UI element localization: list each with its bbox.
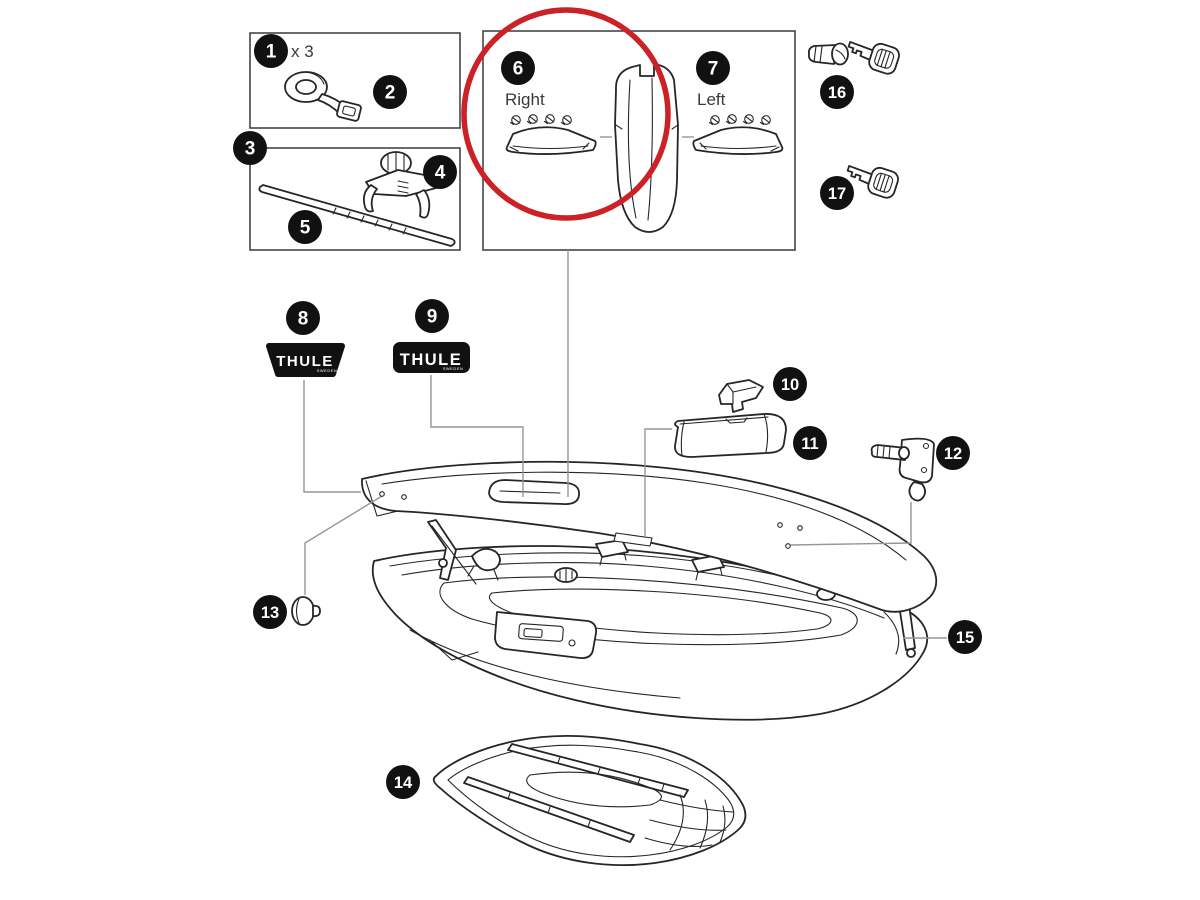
part-badge-12: 12 <box>936 436 970 470</box>
right-rail-part <box>505 114 597 155</box>
hinge-bracket-part <box>870 437 935 502</box>
key-part <box>843 33 903 77</box>
part-badge-5: 5 <box>288 210 322 244</box>
part-badge-6: 6 <box>501 51 535 85</box>
badge-12-number: 12 <box>944 445 962 463</box>
badge-7-number: 7 <box>708 59 719 80</box>
badge-15-number: 15 <box>956 629 974 647</box>
badge-2-number: 2 <box>385 83 396 104</box>
part-badge-3: 3 <box>233 131 267 165</box>
part-badge-16: 16 <box>820 75 854 109</box>
strap-part <box>284 71 362 122</box>
right-label: Right <box>505 90 545 109</box>
part-badge-9: 9 <box>415 299 449 333</box>
lid-bar-part <box>674 413 787 458</box>
highlight-circle <box>461 7 671 221</box>
callout-lines <box>303 250 947 639</box>
thule-sticker-rect: THULE SWEDEN <box>393 342 470 373</box>
floor-panel-part <box>432 734 747 867</box>
center-cover-part <box>614 63 679 233</box>
plug-part <box>291 596 321 626</box>
cargo-box-open <box>361 460 938 721</box>
badge-1-number: 1 <box>266 42 277 63</box>
thule-sticker-trapezoid: THULE SWEDEN <box>266 343 345 377</box>
torque-bar-part <box>258 184 456 247</box>
quantity-label: x 3 <box>291 42 314 61</box>
part-badge-7: 7 <box>696 51 730 85</box>
badge-4-number: 4 <box>435 163 446 184</box>
part-badge-8: 8 <box>286 301 320 335</box>
badge-14-number: 14 <box>394 774 413 792</box>
badge-16-number: 16 <box>828 84 846 102</box>
lock-and-key-set <box>807 33 903 77</box>
part-badge-13: 13 <box>253 595 287 629</box>
part-badge-2: 2 <box>373 75 407 109</box>
lock-cylinder-part <box>807 42 849 66</box>
thule-wordmark: THULE <box>276 353 334 370</box>
part-badge-10: 10 <box>773 367 807 401</box>
left-rail-part <box>692 114 784 155</box>
badge-3-number: 3 <box>245 139 256 160</box>
thule-wordmark-2: THULE <box>400 351 463 369</box>
badge-8-number: 8 <box>298 309 309 330</box>
part-badge-17: 17 <box>820 176 854 210</box>
badge-11-number: 11 <box>801 435 818 453</box>
part-badge-14: 14 <box>386 765 420 799</box>
badge-17-number: 17 <box>828 185 846 203</box>
badge-9-number: 9 <box>427 307 438 328</box>
thule-sub-text: SWEDEN <box>317 368 338 373</box>
badge-5-number: 5 <box>300 218 311 239</box>
part-badge-11: 11 <box>793 426 827 460</box>
part-badge-4: 4 <box>423 155 457 189</box>
part-badge-1: 1 <box>254 34 288 68</box>
badge-6-number: 6 <box>513 59 524 80</box>
badge-10-number: 10 <box>781 376 799 394</box>
deflector-panel: Right Left <box>482 30 796 251</box>
left-label: Left <box>697 90 726 109</box>
thule-sub-text-2: SWEDEN <box>443 366 464 371</box>
badge-13-number: 13 <box>261 604 279 622</box>
tensioner-claw-part <box>362 151 437 219</box>
strap-kit-panel <box>249 32 461 129</box>
clip-part <box>718 379 764 413</box>
part-badge-15: 15 <box>948 620 982 654</box>
